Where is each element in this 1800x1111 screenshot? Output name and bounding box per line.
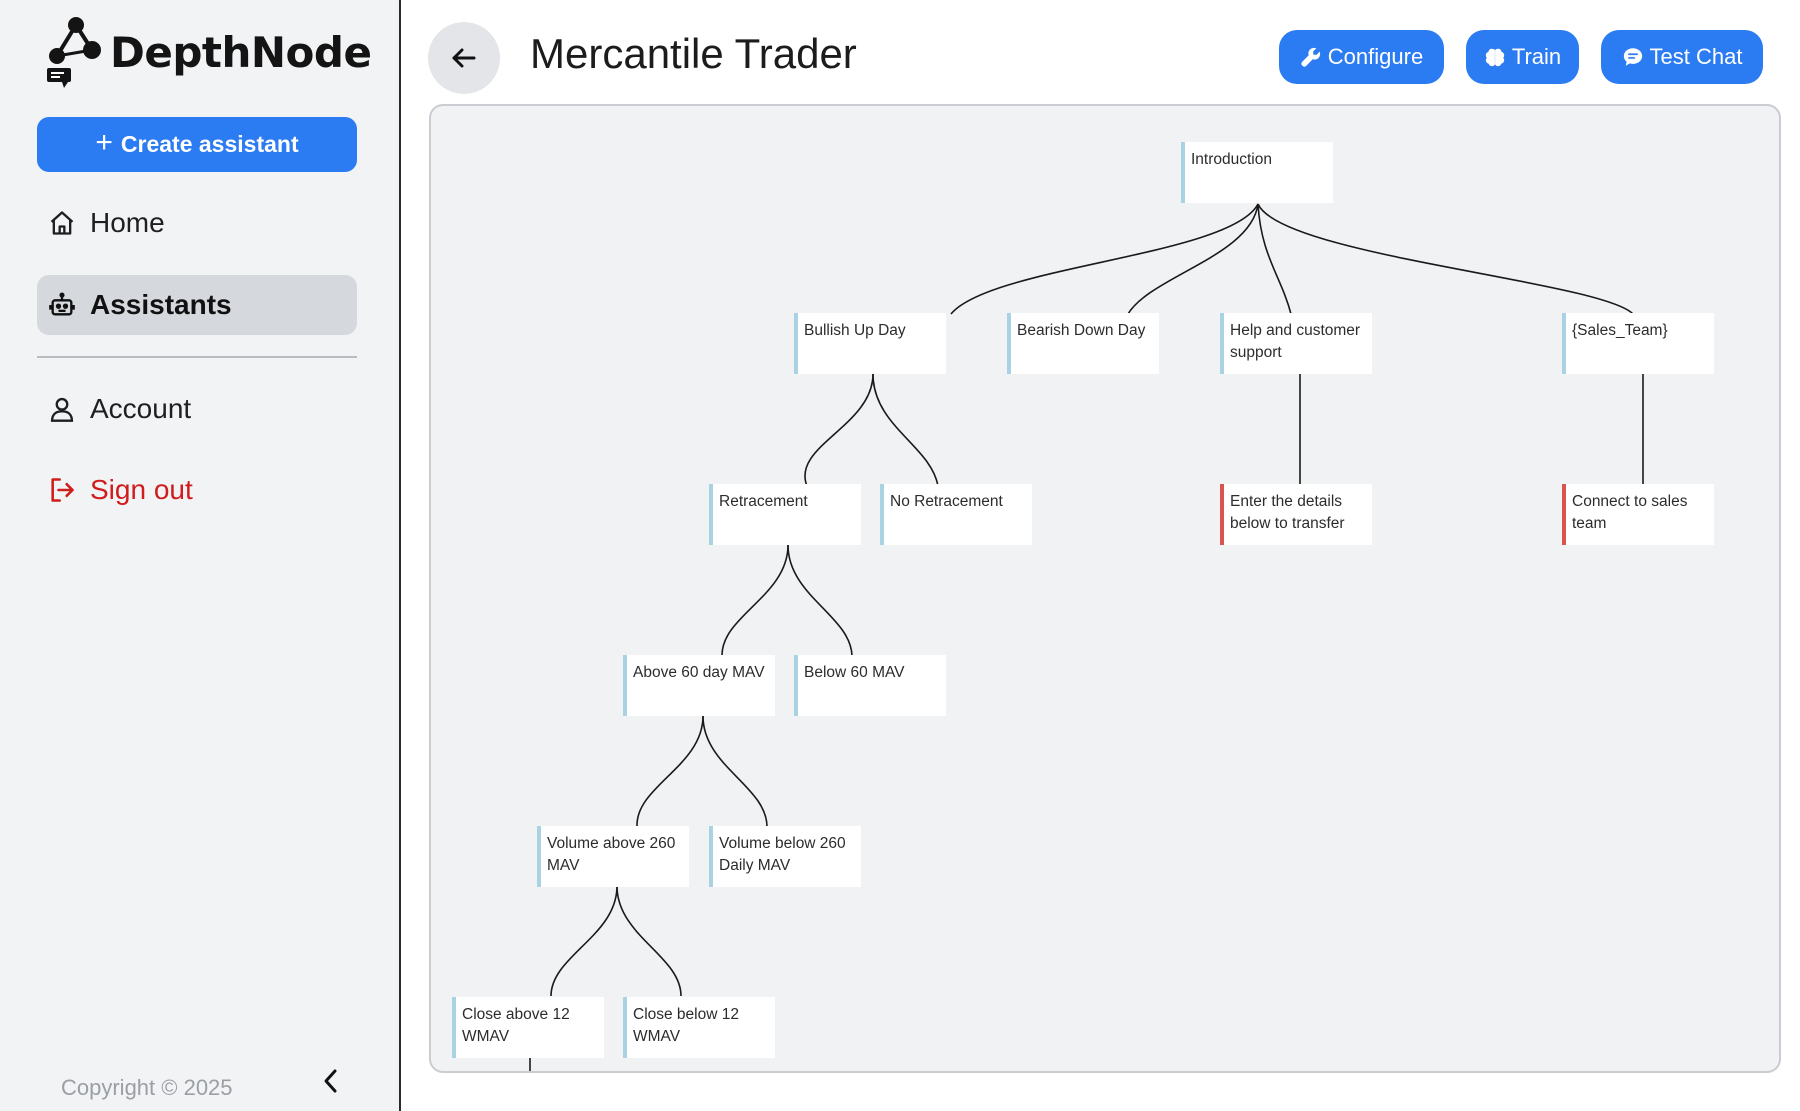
train-button[interactable]: Train	[1466, 30, 1579, 84]
sign-out-icon	[51, 478, 74, 502]
create-assistant-label: Create assistant	[120, 131, 299, 157]
flow-node-bullish-up-day[interactable]: Bullish Up Day	[794, 313, 946, 374]
flow-node-below-60-mav[interactable]: Below 60 MAV	[794, 655, 946, 716]
connector-retracement-below-60	[787, 544, 853, 657]
connector-introduction-bearish	[1127, 203, 1259, 315]
user-icon	[50, 397, 74, 422]
flow-node-introduction[interactable]: Introduction	[1181, 142, 1333, 203]
page-title: Mercantile Trader	[530, 30, 857, 77]
test-chat-label: Test Chat	[1649, 44, 1743, 69]
flow-node-close-below-12-wmav[interactable]: Close below 12 WMAV	[623, 997, 775, 1058]
connector-volume-above-close-below	[616, 885, 682, 997]
connector-above-60-volume-below	[702, 715, 768, 827]
flow-node-sales-team[interactable]: {Sales_Team}	[1562, 313, 1714, 374]
copyright-text: Copyright © 2025	[61, 1075, 233, 1100]
back-button[interactable]	[428, 22, 500, 94]
flow-node-above-60-day-mav[interactable]: Above 60 day MAV	[623, 655, 775, 716]
sidebar-item-label: Account	[90, 393, 192, 424]
sidebar-item-label: Home	[90, 207, 165, 238]
sidebar-item-sign-out[interactable]: Sign out	[37, 460, 357, 520]
connector-retracement-above-60	[721, 544, 789, 657]
logo-icon	[47, 17, 101, 88]
brain-icon	[1485, 48, 1505, 67]
arrow-left-icon	[452, 48, 476, 68]
sidebar-divider	[37, 356, 357, 358]
create-assistant-button[interactable]: + Create assistant	[37, 117, 357, 172]
flow-node-bearish-down-day[interactable]: Bearish Down Day	[1007, 313, 1159, 374]
connector-bullish-no-retracement	[872, 373, 939, 487]
home-icon	[50, 211, 74, 235]
sidebar-item-assistants[interactable]: Assistants	[37, 275, 357, 335]
connector-bullish-retracement	[804, 373, 874, 487]
chevron-left-icon	[324, 1069, 337, 1093]
flow-node-volume-below-260-daily-mav[interactable]: Volume below 260 Daily MAV	[709, 826, 861, 887]
configure-label: Configure	[1327, 44, 1424, 69]
connector-above-60-volume-above	[636, 715, 704, 827]
plus-icon: +	[95, 126, 113, 159]
robot-icon	[49, 292, 75, 316]
sidebar-item-home[interactable]: Home	[37, 193, 357, 253]
connector-volume-above-close-above	[550, 885, 618, 997]
flow-node-volume-above-260-mav[interactable]: Volume above 260 MAV	[537, 826, 689, 887]
connector-introduction-bullish	[950, 203, 1259, 315]
connector-introduction-help	[1257, 203, 1292, 315]
chat-bubble-icon	[1623, 48, 1642, 66]
flow-node-close-above-12-wmav[interactable]: Close above 12 WMAV	[452, 997, 604, 1058]
configure-button[interactable]: Configure	[1279, 30, 1444, 84]
brand-name: DepthNode	[110, 27, 372, 77]
flow-node-help-and-customer-support[interactable]: Help and customer support	[1220, 313, 1372, 374]
train-label: Train	[1511, 44, 1562, 69]
flow-node-connect-to-sales-team[interactable]: Connect to sales team	[1562, 484, 1714, 545]
flow-node-no-retracement[interactable]: No Retracement	[880, 484, 1032, 545]
flow-node-retracement[interactable]: Retracement	[709, 484, 861, 545]
connector-introduction-sales	[1257, 203, 1634, 315]
sidebar: DepthNode + Create assistant Home Assist…	[0, 0, 401, 1111]
collapse-sidebar-button[interactable]	[318, 1064, 344, 1098]
brand-logo[interactable]: DepthNode	[46, 16, 372, 88]
test-chat-button[interactable]: Test Chat	[1601, 30, 1763, 84]
flow-node-transfer-details[interactable]: Enter the details below to transfer	[1220, 484, 1372, 545]
flow-connectors	[529, 203, 1644, 1071]
sidebar-item-label: Assistants	[90, 289, 232, 320]
flow-canvas[interactable]: Introduction Bullish Up Day Bearish Down…	[429, 104, 1781, 1073]
sidebar-item-label: Sign out	[90, 474, 193, 505]
wrench-icon	[1301, 47, 1320, 67]
sidebar-item-account[interactable]: Account	[37, 379, 357, 439]
